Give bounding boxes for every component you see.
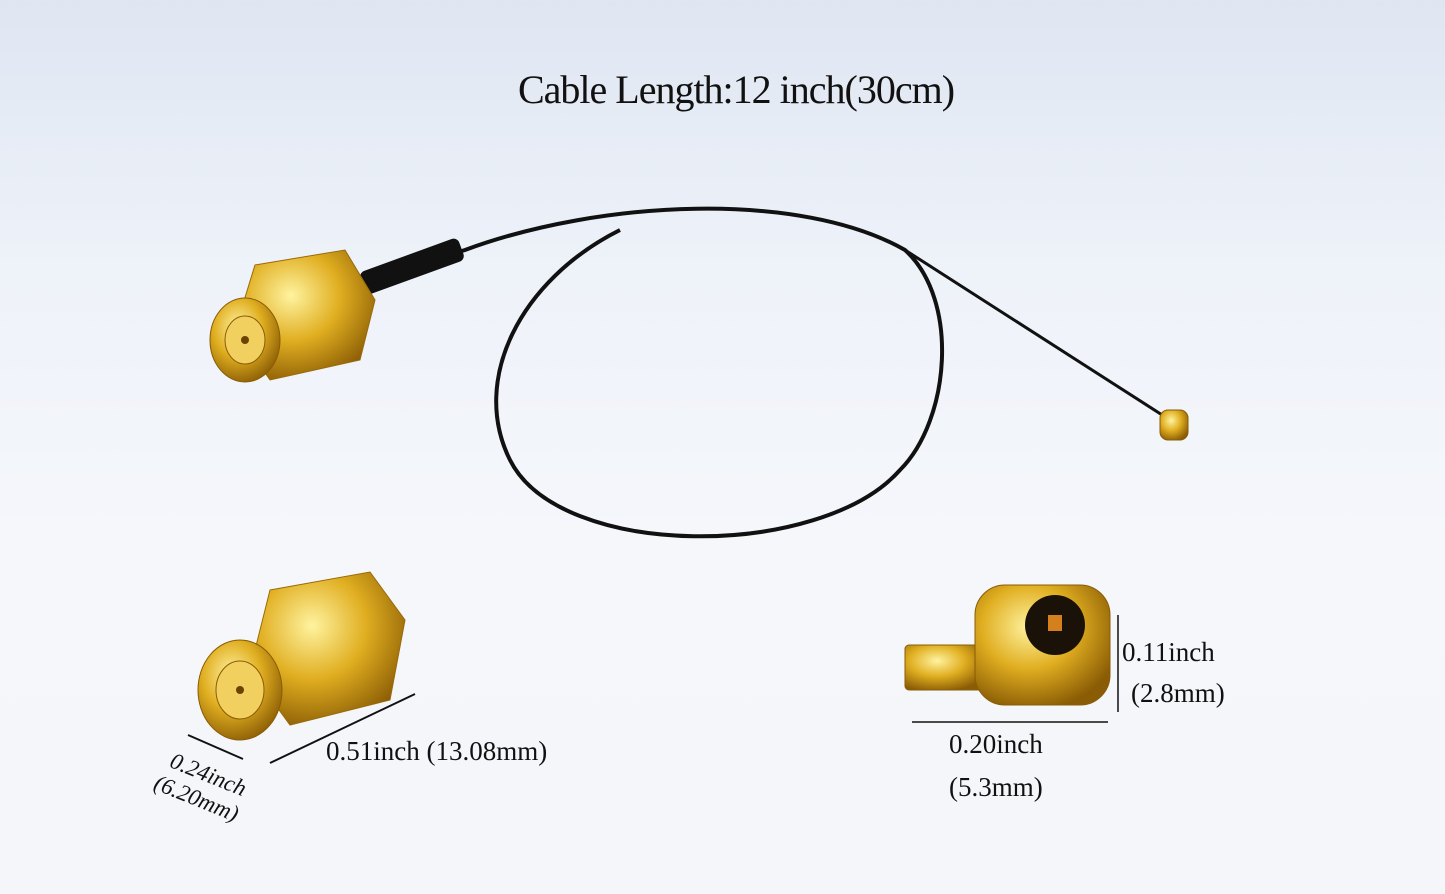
cable xyxy=(369,206,945,539)
ufl-height-mm-label: (2.8mm) xyxy=(1131,678,1225,708)
cable-length-title: Cable Length:12 inch(30cm) xyxy=(517,67,955,112)
ufl-connector-large xyxy=(904,584,1111,706)
cable-tail xyxy=(904,248,1171,422)
ufl-height-inch-label: 0.11inch xyxy=(1122,637,1215,667)
sma-connector-top xyxy=(209,249,376,383)
sma-length-label: 0.51inch (13.08mm) xyxy=(326,736,548,766)
ufl-connector-small xyxy=(1159,409,1189,441)
ufl-width-inch-label: 0.20inch xyxy=(949,729,1043,759)
ufl-width-mm-label: (5.3mm) xyxy=(949,772,1043,802)
sma-connector-bottom xyxy=(197,571,406,741)
